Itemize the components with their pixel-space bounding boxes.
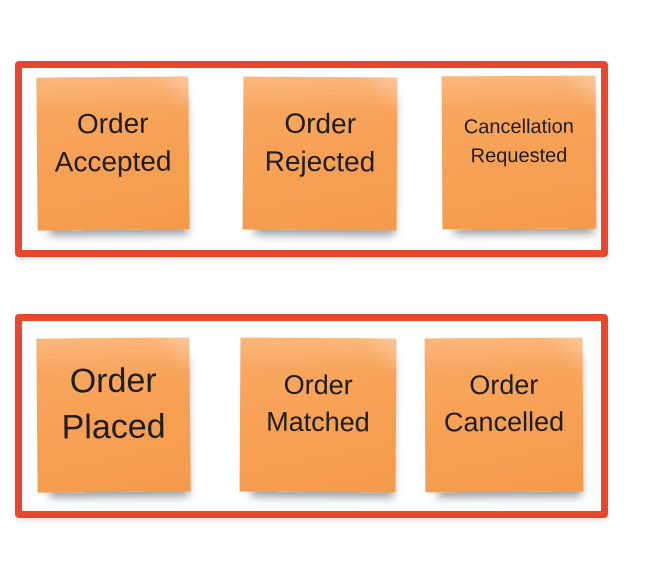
sticky-note-order-matched: Order Matched xyxy=(239,337,397,493)
note-label-line: Order xyxy=(69,361,157,401)
note-label-line: Accepted xyxy=(54,144,172,178)
note-label-line: Matched xyxy=(266,406,370,438)
sticky-note-cancellation-requested: Cancellation Requested xyxy=(441,75,597,230)
group-frame-bottom: Order Placed Order Matched Order Cancell… xyxy=(15,314,608,518)
note-label-line: Cancelled xyxy=(443,406,565,438)
note-label-line: Order xyxy=(76,107,149,139)
note-label-line: Requested xyxy=(470,144,568,167)
note-label-line: Order xyxy=(283,369,353,401)
note-label-line: Cancellation xyxy=(463,115,574,138)
sticky-note-order-accepted: Order Accepted xyxy=(36,76,190,231)
group-frame-top: Order Accepted Order Rejected Cancellati… xyxy=(15,61,608,257)
note-label-line: Placed xyxy=(61,407,166,447)
note-label: Order Rejected xyxy=(243,104,398,203)
sticky-note-order-rejected: Order Rejected xyxy=(242,76,398,231)
note-label: Order Matched xyxy=(240,367,397,464)
note-label-line: Order xyxy=(469,369,539,401)
note-label: Order Placed xyxy=(37,357,191,472)
note-label: Order Accepted xyxy=(37,104,190,203)
note-label: Order Cancelled xyxy=(425,367,584,464)
note-label-line: Rejected xyxy=(264,145,376,177)
sticky-note-order-placed: Order Placed xyxy=(36,337,191,493)
note-label: Cancellation Requested xyxy=(442,112,596,193)
note-label-line: Order xyxy=(284,107,357,139)
sticky-note-order-cancelled: Order Cancelled xyxy=(424,337,584,493)
